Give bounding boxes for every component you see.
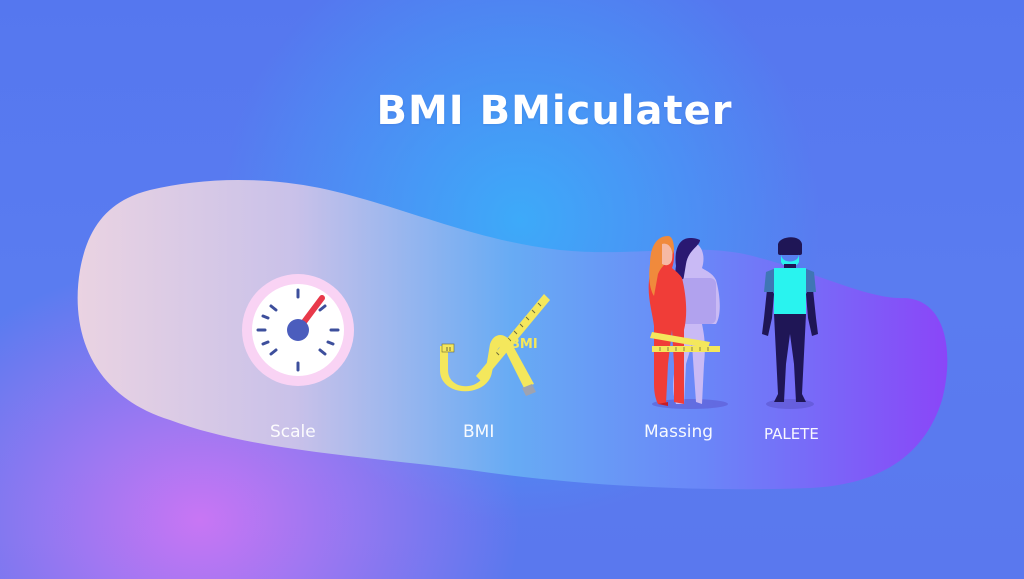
page-title: BMI BMiculater	[376, 88, 733, 134]
feature-label-palete: PALETE	[764, 425, 819, 443]
tape-bmi-text: BMI	[510, 337, 538, 352]
man-standing-icon	[762, 237, 818, 409]
feature-bmi[interactable]: BMI BMI	[436, 288, 556, 452]
women-measuring-icon	[648, 236, 728, 409]
scale-gauge-icon	[242, 274, 354, 386]
feature-palete[interactable]: PALETE	[760, 234, 840, 454]
measuring-tape-icon: BMI	[440, 294, 550, 396]
feature-scale[interactable]: Scale	[240, 272, 360, 452]
feature-label-bmi: BMI	[463, 422, 495, 442]
feature-label-scale: Scale	[270, 422, 316, 442]
feature-label-massing: Massing	[644, 422, 714, 442]
feature-massing[interactable]: Massing	[636, 234, 746, 454]
